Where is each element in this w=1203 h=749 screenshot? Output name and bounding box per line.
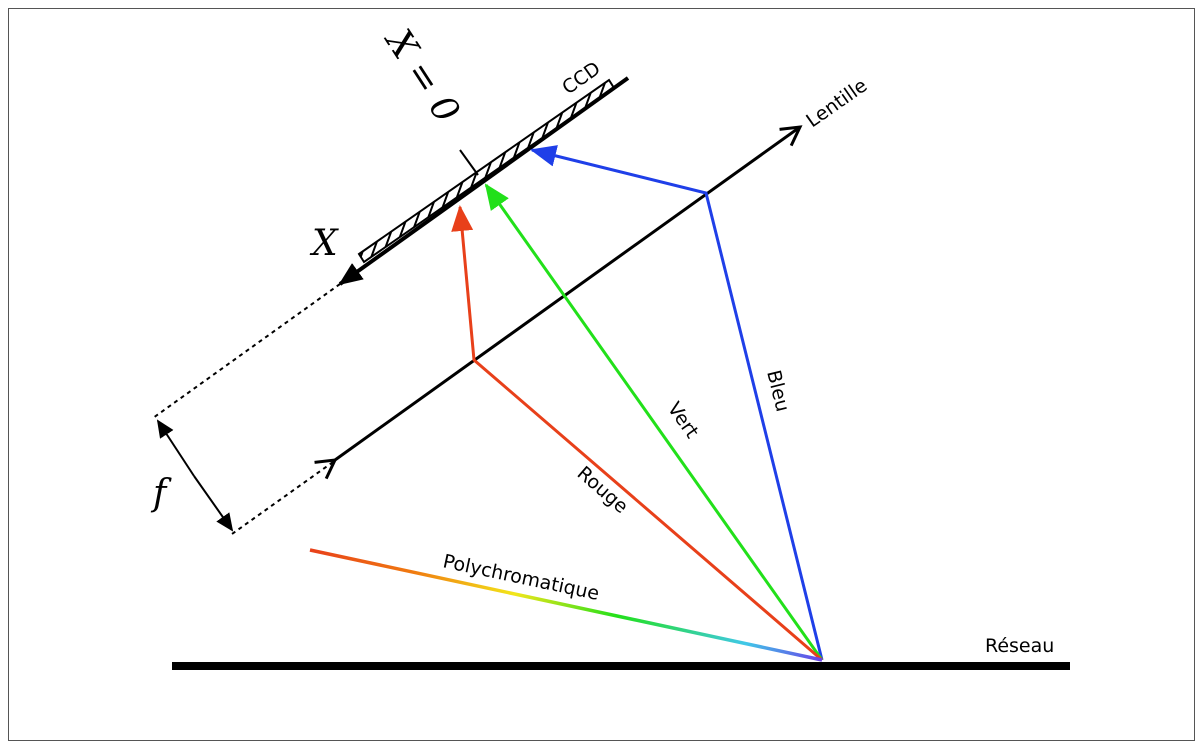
- grating-label: Réseau: [985, 635, 1054, 657]
- ccd-hatch: [357, 78, 616, 264]
- x-zero-tick: [459, 149, 479, 176]
- ccd-x-axis-arrow: [338, 76, 630, 286]
- focal-arrow-up: [156, 419, 195, 477]
- ccd-sensor: CCD X = 0 X: [309, 20, 630, 286]
- lens-dotted-extension: [231, 461, 334, 535]
- ccd-dotted-extension: [152, 283, 341, 419]
- frame: [8, 8, 1195, 741]
- focal-arrow-down: [193, 475, 234, 532]
- focal-label: f: [150, 473, 172, 514]
- x-axis-label: X: [309, 223, 339, 264]
- red-ray: [451, 205, 823, 662]
- lens-axis: [314, 125, 803, 480]
- green-label: Vert: [663, 398, 703, 442]
- focal-length: f: [150, 283, 341, 535]
- blue-ray: [530, 145, 824, 661]
- lens-label: Lentille: [802, 75, 871, 133]
- x-zero-label: X = 0: [376, 20, 467, 130]
- polychromatic-ray: [309, 548, 823, 662]
- green-ray: [484, 183, 824, 661]
- blue-label: Bleu: [762, 368, 794, 414]
